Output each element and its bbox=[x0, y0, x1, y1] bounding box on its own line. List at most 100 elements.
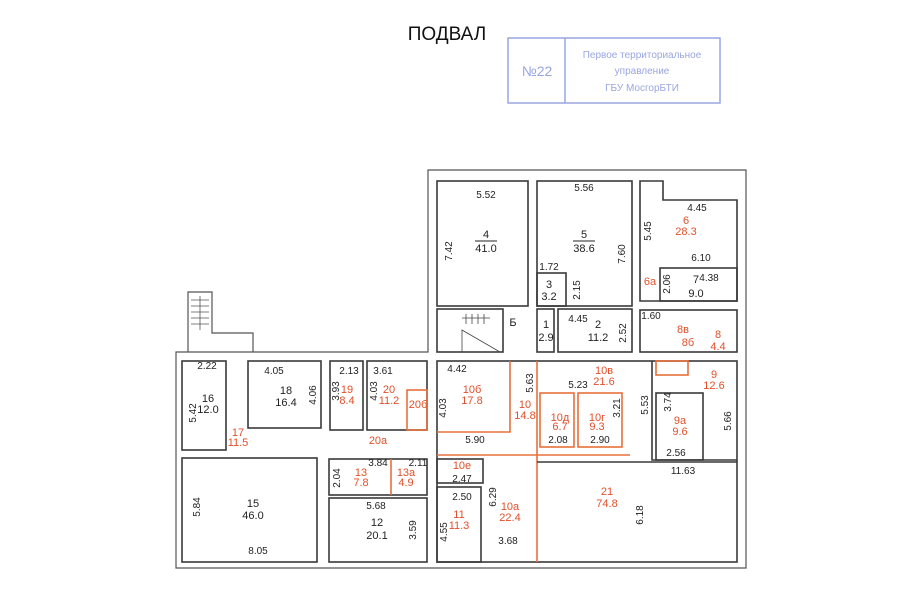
dimension: 7.42 bbox=[444, 241, 455, 261]
room-8v-label: 8в bbox=[677, 324, 689, 336]
dimension: 3.68 bbox=[498, 536, 518, 547]
dimension: 2.90 bbox=[590, 435, 610, 446]
dimension: 4.38 bbox=[699, 273, 719, 284]
room-9-area: 12.6 bbox=[703, 380, 724, 392]
room-9-number: 9 bbox=[711, 369, 717, 381]
room-10e-label: 10е bbox=[453, 460, 471, 472]
room-7-number: 7 bbox=[693, 274, 699, 286]
dimension: 2.22 bbox=[197, 361, 217, 372]
stamp-number: №22 bbox=[522, 63, 553, 79]
room-b-label: Б bbox=[509, 317, 516, 329]
dimension: 8.05 bbox=[248, 546, 268, 557]
stamp-line-3: ГБУ МосгорБТИ bbox=[605, 83, 679, 94]
room-15-area: 46.0 bbox=[242, 510, 263, 522]
dimension: 5.84 bbox=[192, 497, 203, 517]
room-5-number: 5 bbox=[581, 229, 587, 241]
room-10d-number: 10д bbox=[551, 412, 570, 424]
dimension: 1.72 bbox=[539, 262, 559, 273]
room-8b-label: 8б bbox=[682, 337, 694, 349]
room-2-number: 2 bbox=[595, 319, 601, 331]
room-10g-number: 10г bbox=[589, 412, 605, 424]
dimension: 3.84 bbox=[368, 458, 388, 469]
dimension: 4.45 bbox=[568, 314, 588, 325]
room-13-area: 7.8 bbox=[353, 477, 368, 489]
room-5-area: 38.6 bbox=[573, 243, 594, 255]
room-1-area: 2.9 bbox=[538, 332, 553, 344]
room-11-area: 11.3 bbox=[449, 520, 470, 532]
dimension: 5.63 bbox=[525, 373, 536, 393]
dimension: 5.45 bbox=[643, 221, 654, 241]
room-20b-label: 20б bbox=[409, 399, 428, 411]
dimension: 2.47 bbox=[452, 474, 472, 485]
dimension: 4.03 bbox=[369, 381, 380, 401]
dimension: 6.18 bbox=[635, 505, 646, 525]
inner-stair bbox=[461, 314, 502, 353]
room-19-number: 19 bbox=[341, 384, 353, 396]
room-15-number: 15 bbox=[247, 498, 259, 510]
room-10-area: 14.8 bbox=[514, 410, 535, 422]
plan-title: ПОДВАЛ bbox=[408, 24, 487, 45]
room-17-area: 11.5 bbox=[228, 437, 249, 449]
room-1-number: 1 bbox=[543, 319, 549, 331]
dimension: 5.23 bbox=[568, 380, 588, 391]
dimension: 2.04 bbox=[332, 468, 343, 488]
dimension: 2.11 bbox=[409, 458, 428, 469]
room-21-number: 21 bbox=[601, 486, 613, 498]
dimension: 2.15 bbox=[572, 280, 583, 300]
stamp-line-1: Первое территориальное bbox=[583, 50, 702, 61]
entrance-stair bbox=[191, 296, 209, 330]
room-10v-number: 10в bbox=[595, 365, 613, 377]
dimension: 4.03 bbox=[438, 398, 449, 418]
dimension: 7.60 bbox=[617, 244, 628, 264]
room-11-number: 11 bbox=[453, 509, 464, 521]
room-13a-area: 4.9 bbox=[398, 477, 413, 489]
room-7-area: 9.0 bbox=[688, 288, 703, 300]
room-20-area: 11.2 bbox=[379, 395, 400, 407]
dimension-labels: 5.52 7.42 5.56 7.60 1.72 2.15 4.45 5.45 … bbox=[188, 183, 734, 557]
room-6-number: 6 bbox=[683, 215, 689, 227]
dimension: 4.45 bbox=[687, 203, 707, 214]
room-18-number: 18 bbox=[280, 385, 292, 397]
room-16-area: 12.0 bbox=[197, 404, 218, 416]
room-10d-area: 6.7 bbox=[552, 421, 567, 433]
dimension: 4.05 bbox=[264, 366, 284, 377]
dimension: 4.55 bbox=[439, 522, 450, 542]
dimension: 3.74 bbox=[663, 392, 674, 412]
room-9a-number: 9а bbox=[674, 415, 687, 427]
room-6-area: 28.3 bbox=[675, 226, 696, 238]
dimension: 2.52 bbox=[618, 323, 629, 343]
room-20a-label: 20а bbox=[369, 435, 388, 447]
room-2-area: 11.2 bbox=[588, 332, 609, 344]
room-10v-area: 21.6 bbox=[593, 376, 614, 388]
room-3-area: 3.2 bbox=[541, 291, 556, 303]
dimension: 3.93 bbox=[331, 381, 342, 401]
room-10g-area: 9.3 bbox=[589, 421, 604, 433]
dimension: 2.50 bbox=[452, 492, 472, 503]
dimension: 5.56 bbox=[574, 183, 594, 194]
room-4-area: 41.0 bbox=[475, 243, 496, 255]
room-20-number: 20 bbox=[383, 384, 395, 396]
room-9a-area: 9.6 bbox=[672, 426, 687, 438]
room-18-area: 16.4 bbox=[275, 397, 296, 409]
dimension: 2.08 bbox=[548, 435, 568, 446]
room-labels: 4 41.0 5 38.6 3 3.2 7 9.0 1 2.9 2 11.2 Б… bbox=[197, 215, 725, 542]
room-6a-label: 6а bbox=[644, 276, 657, 288]
room-3-number: 3 bbox=[546, 279, 552, 291]
dimension: 3.59 bbox=[408, 520, 419, 540]
room-10a-area: 22.4 bbox=[499, 512, 520, 524]
room-10b-number: 10б bbox=[463, 384, 482, 396]
dimension: 5.52 bbox=[476, 190, 496, 201]
dimension: 5.68 bbox=[366, 501, 386, 512]
room-16-number: 16 bbox=[202, 393, 214, 405]
dimension: 3.21 bbox=[612, 398, 623, 418]
room-10a-number: 10а bbox=[501, 501, 520, 513]
room-10-number: 10 bbox=[519, 399, 531, 411]
room-13a-number: 13а bbox=[397, 467, 416, 479]
room-17-number: 17 bbox=[232, 427, 244, 439]
dimension: 6.29 bbox=[488, 487, 499, 507]
dimension: 4.42 bbox=[447, 364, 467, 375]
dimension: 1.60 bbox=[641, 311, 661, 322]
room-19-area: 8.4 bbox=[339, 395, 354, 407]
room-12-number: 12 bbox=[371, 517, 383, 529]
